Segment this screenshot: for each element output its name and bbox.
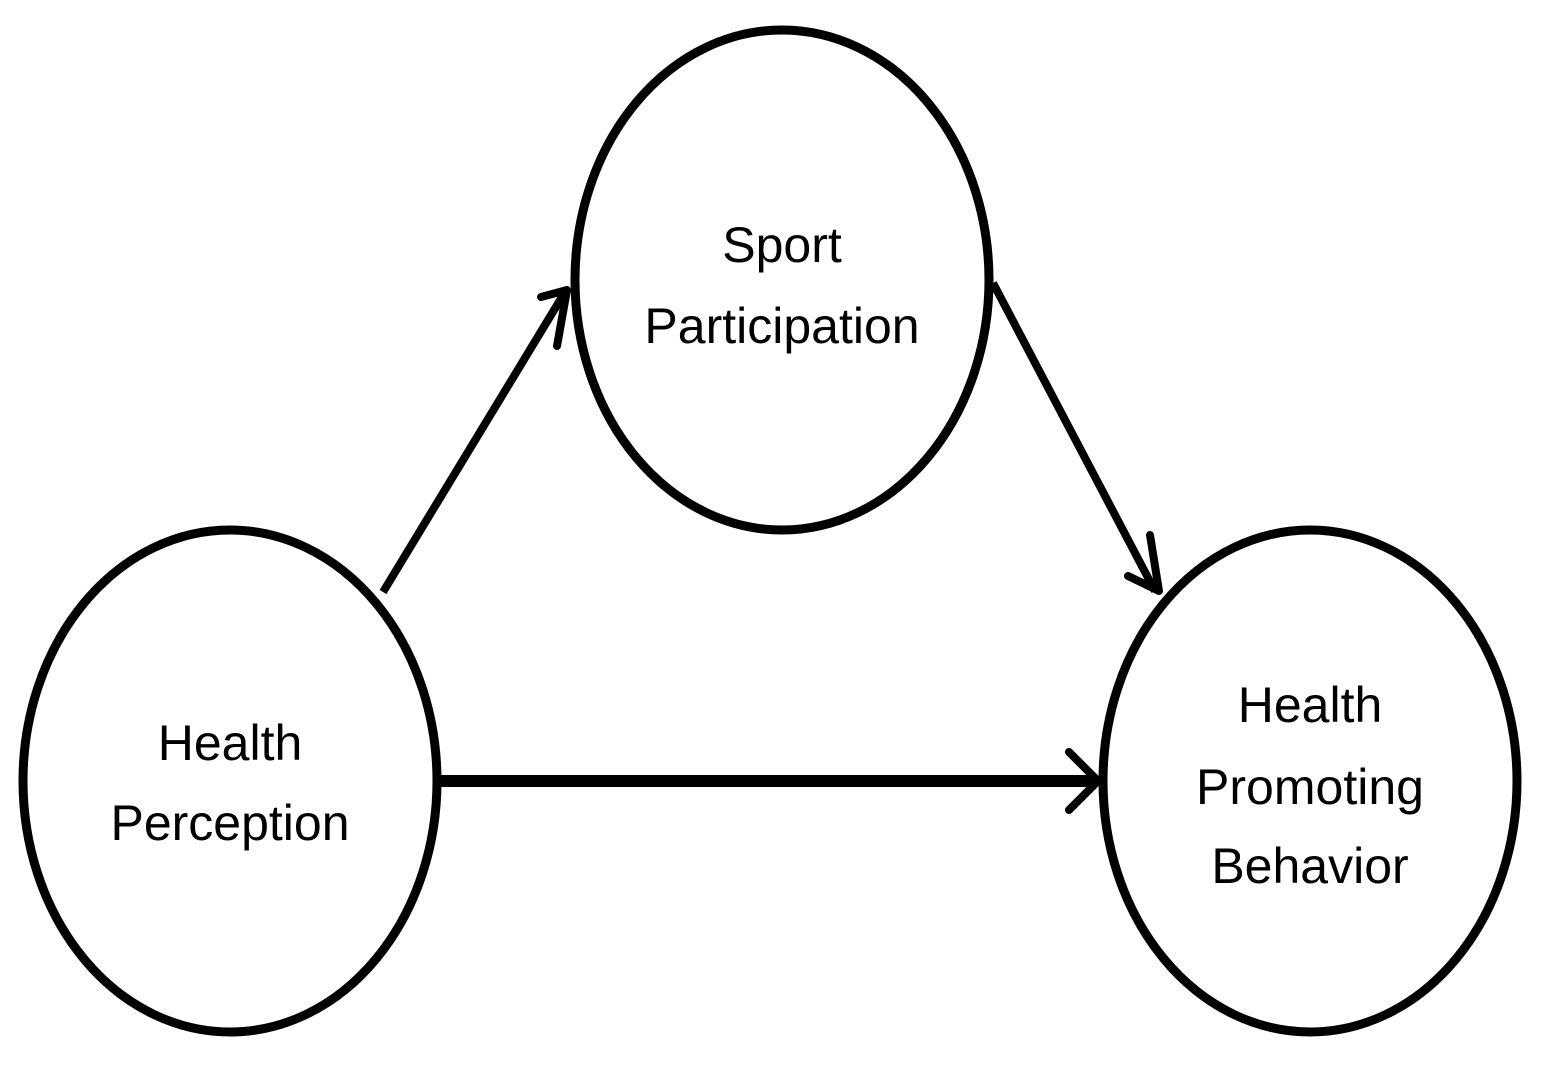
- node-label-line: Health: [1238, 677, 1383, 733]
- node-health-perception: Health Perception: [18, 525, 442, 1037]
- node-health-promoting-behavior: Health Promoting Behavior: [1098, 525, 1522, 1037]
- node-label-line: Perception: [110, 795, 349, 851]
- node-label-line: Behavior: [1211, 838, 1408, 894]
- edge-health-perception-to-sport-participation: [379, 286, 571, 595]
- node-label-line: Promoting: [1196, 759, 1424, 815]
- arrowhead-icon: [1065, 748, 1102, 814]
- arrowhead-icon: [1124, 531, 1163, 595]
- edge-health-perception-to-health-promoting-behavior: [438, 748, 1102, 814]
- arrowhead-icon: [537, 286, 571, 350]
- node-sport-participation: Sport Participation: [570, 25, 994, 535]
- node-label-line: Sport: [722, 217, 842, 273]
- node-label-line: Health: [158, 715, 303, 771]
- node-label-line: Participation: [644, 298, 919, 354]
- edge-sport-participation-to-health-promoting-behavior: [989, 281, 1163, 595]
